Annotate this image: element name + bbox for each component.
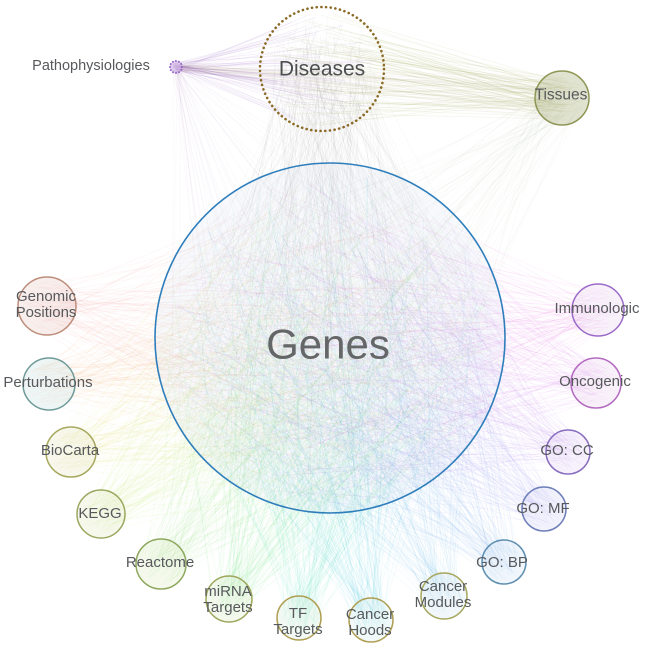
node-biocarta[interactable] [45,426,97,478]
node-cancer_modules[interactable] [420,572,468,620]
edge-bundle-genomic_positions-genes [23,172,475,495]
node-label-cancer_modules[interactable]: Cancer Modules [414,577,472,611]
node-label-go_mf[interactable]: GO: MF [516,499,570,517]
edge-bundle-perturbations-genes [28,179,494,491]
node-pathophysiologies[interactable] [169,60,183,74]
edge-bundle-cancer_hoods-genes [174,177,485,638]
node-label-kegg[interactable]: KEGG [78,504,122,522]
edge-bundle-biocarta-genes [51,187,493,500]
node-tissues[interactable] [534,70,590,126]
edge-bundle-go_cc-genes [171,175,587,500]
node-label-perturbations[interactable]: Perturbations [3,373,93,391]
node-genes[interactable] [154,162,506,514]
node-label-go_bp[interactable]: GO: BP [476,553,528,571]
edge-bundle-go_bp-genes [172,182,521,581]
node-go_bp[interactable] [481,539,527,585]
node-label-go_cc[interactable]: GO: CC [540,441,594,459]
node-label-diseases[interactable]: Diseases [278,57,366,81]
edge-bundle-go_mf-genes [169,173,563,528]
node-genomic_positions[interactable] [17,276,77,336]
node-circles [17,5,625,643]
node-oncogenic[interactable] [570,357,622,409]
edge-bundle-tissues-diseases [264,13,585,126]
node-label-tf_targets[interactable]: TF Targets [273,604,323,638]
edge-bundle-pathophysiologies-tissues [171,62,586,121]
edge-bundle-pathophysiologies-genes [170,62,494,482]
node-label-genomic_positions[interactable]: Genomic Positions [15,287,77,321]
node-go_mf[interactable] [521,486,567,532]
node-label-reactome[interactable]: Reactome [125,553,195,571]
node-label-biocarta[interactable]: BioCarta [40,441,100,459]
node-label-mirna_targets[interactable]: miRNA Targets [203,582,253,616]
node-label-genes[interactable]: Genes [266,320,390,368]
node-label-pathophysiologies[interactable]: Pathophysiologies [32,58,150,75]
node-label-tissues[interactable]: Tissues [534,86,588,104]
edge-bundle-mirna_targets-genes [165,182,490,618]
node-cancer_hoods[interactable] [348,597,394,643]
node-label-oncogenic[interactable]: Oncogenic [559,372,631,390]
edge-bundle-kegg-genes [81,184,490,535]
node-label-immunologic[interactable]: Immunologic [554,299,640,317]
node-kegg[interactable] [76,489,126,539]
node-go_cc[interactable] [545,429,591,475]
edge-bundle-tissues-genes [173,77,584,504]
node-immunologic[interactable] [571,283,625,337]
node-diseases[interactable] [258,5,386,133]
node-label-cancer_hoods[interactable]: Cancer Hoods [345,605,395,639]
node-mirna_targets[interactable] [205,575,253,623]
edge-bundle-pathophysiologies-diseases [171,13,378,123]
edge-bundle-cancer_modules-genes [174,178,482,616]
edge-bundle-immunologic-genes [175,186,620,497]
node-tf_targets[interactable] [276,595,322,641]
edge-bundle-oncogenic-genes [179,177,617,496]
node-perturbations[interactable] [22,357,76,411]
node-reactome[interactable] [135,538,187,590]
